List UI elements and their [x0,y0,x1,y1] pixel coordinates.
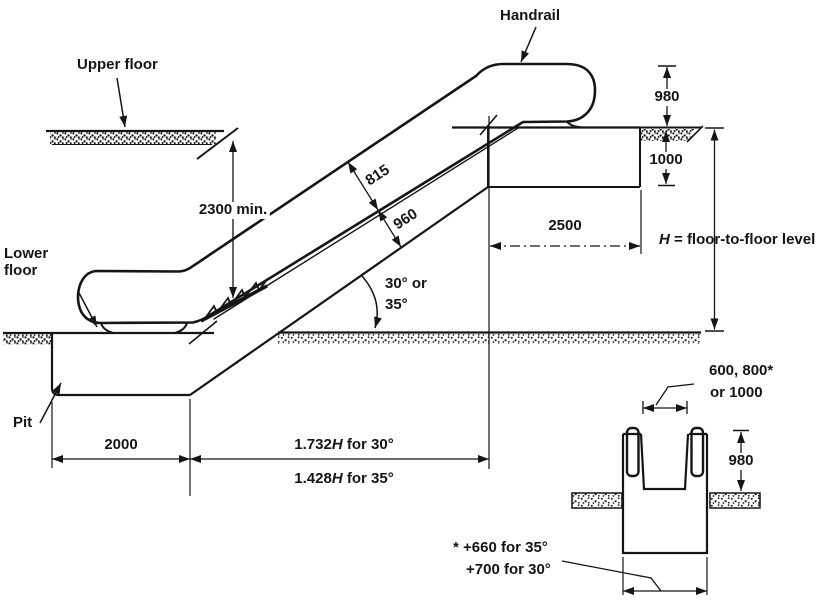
dim-2000: 2000 [104,436,138,453]
angle-label-line1: 30° or [385,275,427,292]
footnote-line2: +700 for 30° [466,561,551,578]
dim-run-35: 1.428H for 35° [294,470,394,487]
upper-floor-label: Upper floor [77,56,158,73]
pit-label: Pit [13,414,33,431]
dim-1000: 1000 [646,151,686,169]
angle-label-line2: 35° [385,296,408,313]
lower-floor-label: Lower floor [4,245,49,279]
cross-section [561,383,761,595]
dimension-linework [51,65,724,496]
escalator-truss [189,125,704,396]
handrail-profile-left [625,426,640,478]
footnote-line1: * +660 for 35° [453,539,548,556]
upper-floor-slab [46,127,239,160]
section-width-label-line1: 600, 800* [709,362,774,379]
angle-arc [361,275,382,329]
handrail-label: Handrail [500,7,561,24]
floor-to-floor-label: H = floor-to-floor level [659,231,816,248]
section-height-980: 980 [725,452,757,470]
leader-arrows [39,26,537,424]
dim-980-upper: 980 [651,88,683,106]
section-width-label-line2: or 1000 [710,384,763,401]
dim-headroom: 2300 min. [195,201,271,219]
handrail-profile-right [690,426,705,478]
step-marks [188,114,498,345]
dim-2500: 2500 [548,217,582,234]
dim-run-30: 1.732H for 30° [294,436,394,453]
lower-landing-pit [3,331,701,397]
